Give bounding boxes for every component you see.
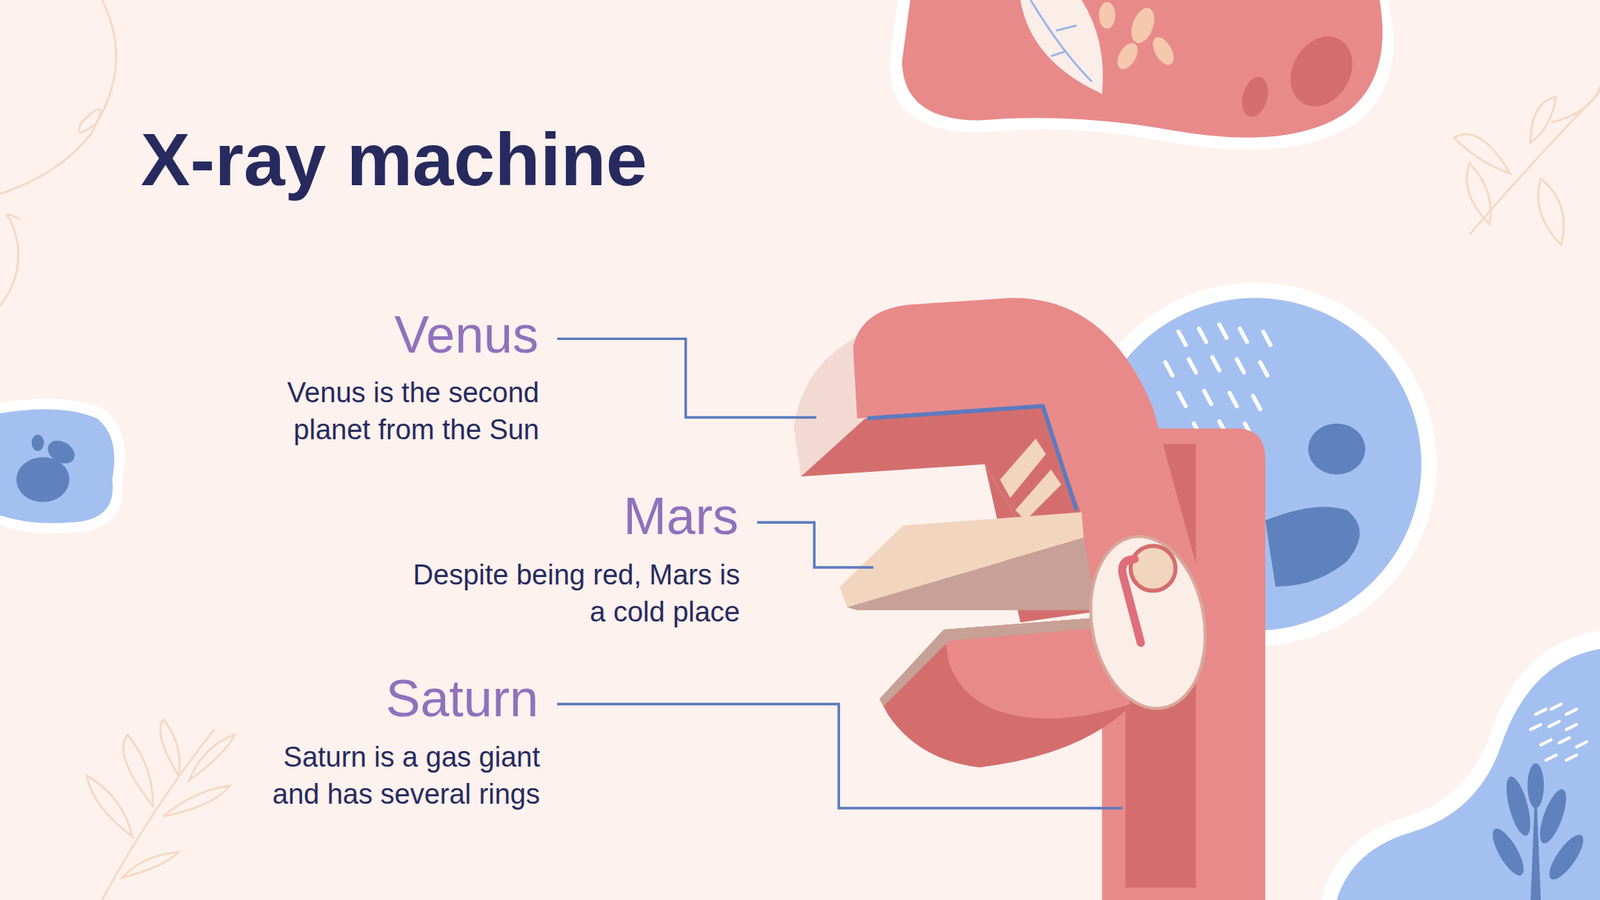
planet-description: Venus is the second planet from the Sun [242,374,540,449]
slide-title: X-ray machine [140,122,648,197]
planet-heading: Saturn [385,672,539,725]
planet-heading: Mars [622,490,739,543]
planet-description: Saturn is a gas giant and has several ri… [236,738,540,813]
planet-heading: Venus [394,308,539,361]
planet-description: Despite being red, Mars is a cold place [399,556,740,631]
